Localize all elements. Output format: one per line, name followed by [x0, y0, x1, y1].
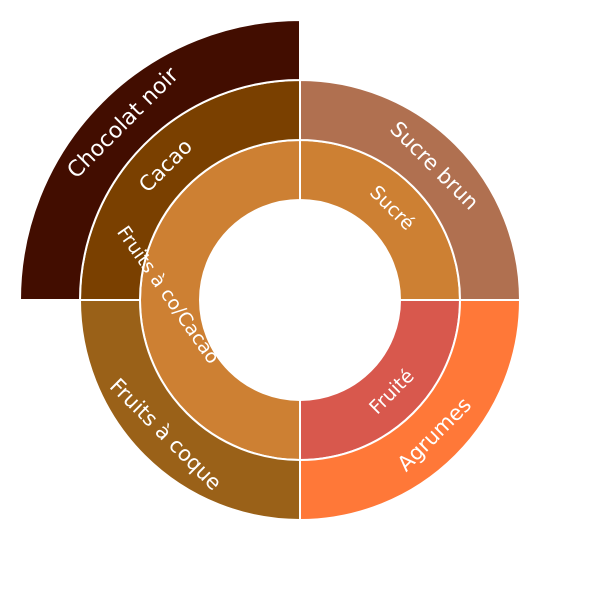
- segment-chocolat-noir[interactable]: [18, 18, 301, 301]
